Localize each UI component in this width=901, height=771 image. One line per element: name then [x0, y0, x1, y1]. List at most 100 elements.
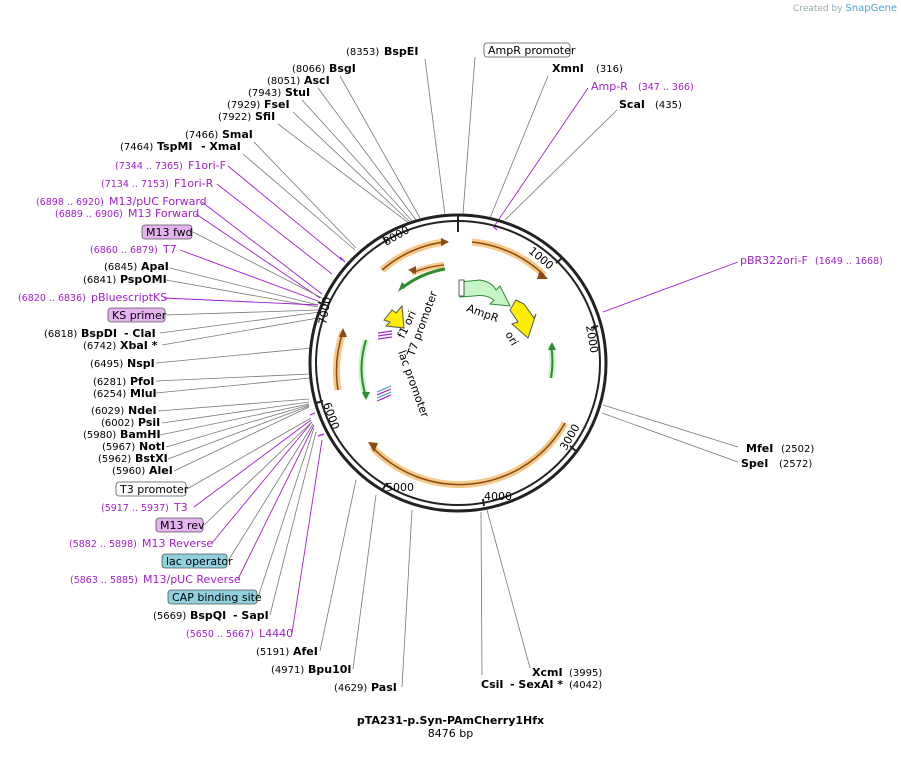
site-num: (2572) [779, 459, 812, 470]
site-clai: - ClaI [124, 327, 156, 340]
site-xmai: - XmaI [201, 140, 241, 153]
site-num: (7466) [185, 130, 218, 141]
credit-prefix: Created by [793, 4, 843, 14]
site-num: (435) [655, 100, 682, 111]
t3-promoter-tag: T3 promoter [119, 483, 189, 496]
site-xcmi: XcmI [532, 666, 563, 679]
site-num: (6254) [93, 389, 126, 400]
site-num: (5980) [83, 430, 116, 441]
site-psii: PsiI [138, 416, 160, 429]
primer-labels: (7344 .. 7365) F1ori-F (7134 .. 7153) F1… [18, 80, 883, 640]
site-spei: SpeI [741, 457, 768, 470]
site-num: (7922) [218, 112, 251, 123]
primer-range: (6889 .. 6906) [55, 209, 123, 220]
site-mlui: MluI [130, 387, 157, 400]
lac-promoter-label: lac promoter [395, 349, 431, 420]
primer-range: (6820 .. 6836) [18, 293, 86, 304]
ori-label: ori [502, 329, 520, 348]
site-num: (4629) [334, 683, 367, 694]
site-bpu10i: Bpu10I [308, 663, 352, 676]
feature-labels: AmpR ori f1 ori T7 promoter lac promoter [395, 289, 521, 420]
m13-fwd-tag: M13 fwd [146, 226, 193, 239]
site-num: (4042) [569, 680, 602, 691]
site-num: (5191) [256, 647, 289, 658]
orf-arrowheads [339, 238, 548, 452]
site-bspqi: BspQI [190, 609, 226, 622]
site-num: (5960) [112, 466, 145, 477]
site-pfoi: PfoI [130, 375, 155, 388]
primer-range: (5650 .. 5667) [186, 629, 254, 640]
site-mfei: MfeI [746, 442, 773, 455]
site-tspmi: TspMI [157, 140, 193, 153]
tick-label: 2000 [583, 324, 601, 354]
plasmid-title-block: pTA231-p.Syn-PAmCherry1Hfx 8476 bp [0, 714, 901, 740]
site-num: (7943) [248, 88, 281, 99]
site-num: (316) [596, 64, 623, 75]
small-marks [309, 225, 498, 437]
primer-leaders [163, 87, 739, 634]
site-alei: AleI [149, 464, 173, 477]
credit: Created by SnapGene [793, 3, 897, 14]
site-num: (6841) [83, 275, 116, 286]
site-nspi: NspI [127, 357, 155, 370]
site-smai: SmaI [222, 128, 253, 141]
ori-arrow [509, 299, 537, 339]
primer-f1ori-f: F1ori-F [188, 159, 226, 172]
site-num: (7929) [227, 100, 260, 111]
primer-f1ori-r: F1ori-R [174, 177, 214, 190]
site-ndei: NdeI [128, 404, 157, 417]
primer-t7: T7 [162, 243, 177, 256]
primer-range: (5863 .. 5885) [70, 575, 138, 586]
site-sapi: - SapI [233, 609, 269, 622]
backbone-inner [315, 220, 601, 506]
site-leaders [155, 56, 739, 688]
site-sfii: SfiI [255, 110, 275, 123]
site-bsgi: BsgI [329, 62, 356, 75]
ks-primer-tag: KS primer [112, 309, 167, 322]
m13-rev-tag: M13 rev [160, 519, 205, 532]
site-scai: ScaI [619, 98, 645, 111]
plasmid-name: pTA231-p.Syn-PAmCherry1Hfx [356, 714, 545, 727]
site-num: (8066) [292, 64, 325, 75]
tick-label: 4000 [484, 490, 512, 503]
site-csii: CsiI [481, 678, 503, 691]
primer-range: (347 .. 366) [638, 82, 694, 93]
site-num: (2502) [781, 444, 814, 455]
site-noti: NotI [139, 440, 165, 453]
site-xmni: XmnI [552, 62, 584, 75]
site-bspei: BspEI [384, 45, 418, 58]
site-num: (8051) [267, 76, 300, 87]
site-num: (5962) [98, 454, 131, 465]
site-apai: ApaI [141, 260, 169, 273]
tick-label: 5000 [386, 481, 414, 494]
cap-binding-site-tag: CAP binding site [172, 591, 262, 604]
tick-marks [315, 236, 599, 507]
site-num: (6002) [101, 418, 134, 429]
site-labels: (8353) BspEI (8066) BsgI (8051) AscI (79… [44, 45, 814, 694]
site-asci: AscI [304, 74, 330, 87]
site-pasi: PasI [371, 681, 397, 694]
f1ori-arrow [383, 304, 405, 329]
site-num: (8353) [346, 47, 379, 58]
primer-range: (1649 .. 1668) [815, 256, 883, 267]
orf-arcs [333, 238, 569, 489]
site-num: (6742) [83, 341, 116, 352]
site-num: (6818) [44, 329, 77, 340]
site-sexai: - SexAI * [510, 678, 563, 691]
primer-l4440: L4440 [259, 627, 293, 640]
snapgene-logo: SnapGene [845, 3, 897, 14]
primer-range: (7344 .. 7365) [115, 161, 183, 172]
primer-range: (7134 .. 7153) [101, 179, 169, 190]
primer-range: (5917 .. 5937) [101, 503, 169, 514]
site-pspomi: PspOMI [120, 273, 167, 286]
primer-pbr322ori-f: pBR322ori-F [740, 254, 808, 267]
inner-arrowheads [362, 266, 556, 400]
site-num: (4971) [271, 665, 304, 676]
primer-amp-r: Amp-R [591, 80, 628, 93]
primer-m13-forward: M13 Forward [128, 207, 199, 220]
ampr-arrow [459, 279, 511, 307]
site-num: (3995) [569, 668, 602, 679]
site-num: (6495) [90, 359, 123, 370]
primer-range: (5882 .. 5898) [69, 539, 137, 550]
